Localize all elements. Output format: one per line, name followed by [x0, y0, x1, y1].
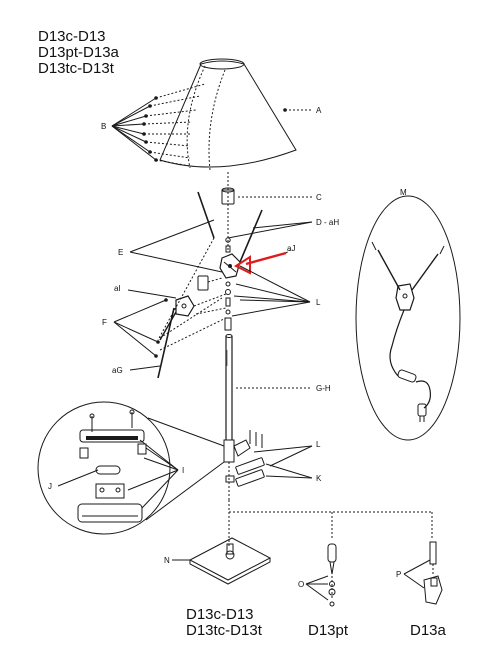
model-title-1: D13c-D13 — [38, 28, 106, 45]
label-K: K — [316, 474, 322, 483]
socket-assembly-part — [197, 253, 241, 291]
clamp-detail-part — [77, 409, 147, 523]
top-cap-part — [221, 187, 235, 205]
model-title-3: D13tc-D13t — [38, 60, 114, 77]
label-O: O — [298, 580, 305, 589]
label-F: F — [102, 318, 107, 327]
clamp-part — [159, 295, 195, 341]
wiring-detail-part — [371, 241, 445, 422]
label-L-lower: L — [316, 440, 321, 449]
caption-floor-base-2: D13tc-D13t — [186, 622, 262, 639]
label-aJ: aJ — [287, 244, 296, 253]
detail-ellipse-right — [355, 195, 461, 441]
label-E: E — [118, 248, 124, 257]
label-aI: aI — [114, 284, 121, 293]
label-D-aH: D - aH — [316, 218, 340, 227]
clip-leaders — [111, 83, 206, 167]
label-A: A — [316, 106, 322, 115]
caption-wall-clamp: D13a — [410, 622, 446, 639]
highlight-arrow — [245, 251, 287, 266]
label-P: P — [396, 570, 402, 579]
model-title-2: D13pt-D13a — [38, 44, 119, 61]
label-N: N — [164, 556, 170, 565]
floor-base-part — [188, 537, 272, 585]
caption-floor-base-1: D13c-D13 — [186, 606, 254, 623]
label-L-upper: L — [316, 298, 321, 307]
lampshade-part — [159, 58, 297, 171]
stem-clamp-part — [223, 430, 265, 500]
wall-clamp-part — [423, 541, 443, 605]
label-I: I — [182, 466, 185, 475]
caption-table-pin: D13pt — [308, 622, 349, 639]
label-B: B — [101, 122, 107, 131]
label-aG: aG — [112, 366, 123, 375]
label-M: M — [400, 188, 407, 197]
label-G-H: G-H — [316, 384, 331, 393]
detail-circle-left — [37, 401, 171, 535]
label-C: C — [316, 193, 322, 202]
stem-part — [225, 334, 233, 440]
label-J: J — [48, 482, 52, 491]
table-pin-part — [327, 543, 337, 607]
